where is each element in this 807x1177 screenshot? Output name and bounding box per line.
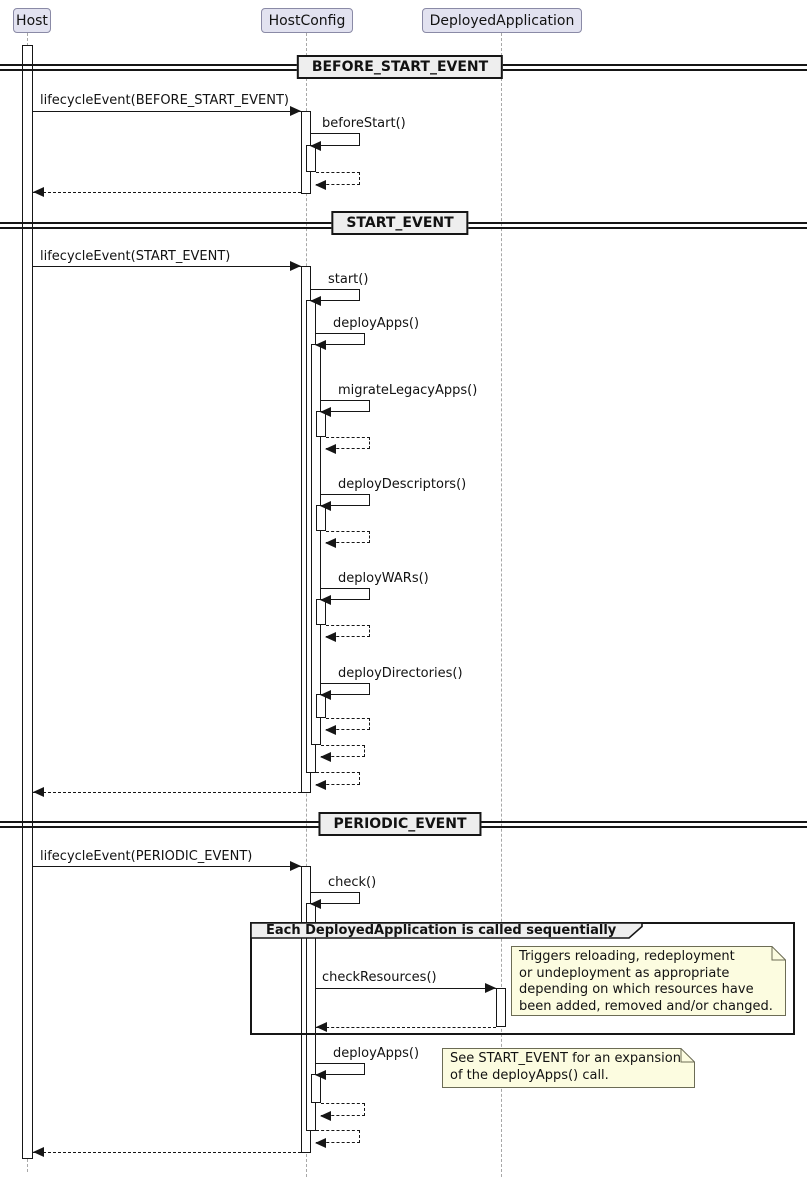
return-migratelegacyapps-selfcall xyxy=(325,437,370,454)
msg-deploywars-selfcall xyxy=(320,588,370,605)
participant-hostconfig-label: HostConfig xyxy=(268,12,346,29)
arrowhead-left-icon xyxy=(325,538,336,548)
arrowhead-left-icon xyxy=(33,1147,44,1157)
return-deployapps-selfcall xyxy=(320,745,365,762)
arrowhead-left-icon xyxy=(325,444,336,454)
divider-before-start-event-label: BEFORE_START_EVENT xyxy=(311,59,489,75)
arrowhead-left-icon xyxy=(320,1111,331,1121)
arrowhead-left-icon xyxy=(315,780,326,790)
arrowhead-right-icon xyxy=(485,983,496,993)
return-start-selfcall xyxy=(315,772,360,790)
group-header xyxy=(250,922,644,943)
return-lifecycle-periodic-line xyxy=(33,1152,301,1153)
arrowhead-left-icon xyxy=(315,180,326,190)
hostconfig-activation-start-3 xyxy=(311,344,321,745)
msg-lifecycle-periodic-label: lifecycleEvent(PERIODIC_EVENT) xyxy=(40,849,253,864)
host-activation-bar xyxy=(22,45,33,1159)
msg-deploywars-label: deployWARs() xyxy=(338,571,429,586)
msg-checkresources-label: checkResources() xyxy=(322,970,437,985)
msg-deploydescriptors-selfcall xyxy=(320,494,370,511)
msg-lifecycle-before-line xyxy=(33,111,301,112)
msg-lifecycle-start-line xyxy=(33,266,301,267)
arrowhead-left-icon xyxy=(320,690,331,700)
msg-deployapps-label: deployApps() xyxy=(333,316,420,331)
divider-start-event-label: START_EVENT xyxy=(346,215,454,231)
msg-deployapps-periodic-selfcall xyxy=(315,1063,365,1080)
msg-check-label: check() xyxy=(328,875,377,890)
group-label: Each DeployedApplication is called seque… xyxy=(266,923,617,938)
return-check-selfcall xyxy=(315,1130,360,1148)
note-deploy-apps: See START_EVENT for an expansion of the … xyxy=(442,1048,695,1088)
msg-checkresources-line xyxy=(316,988,496,989)
divider-before-start-event: BEFORE_START_EVENT xyxy=(296,55,504,79)
msg-deploydescriptors-label: deployDescriptors() xyxy=(338,477,467,492)
msg-beforestart-selfcall xyxy=(310,133,360,151)
arrowhead-left-icon xyxy=(315,1138,326,1148)
arrowhead-left-icon xyxy=(310,899,321,909)
participant-deployedapplication-label: DeployedApplication xyxy=(429,12,575,29)
return-deployapps-periodic-selfcall xyxy=(320,1103,365,1121)
msg-start-selfcall xyxy=(310,289,360,306)
msg-start-label: start() xyxy=(328,272,369,287)
participant-host: Host xyxy=(13,8,51,33)
participant-host-label: Host xyxy=(16,12,48,29)
note-check-resources-text: Triggers reloading, redeployment or unde… xyxy=(519,949,773,1014)
arrowhead-left-icon xyxy=(320,752,331,762)
msg-check-selfcall xyxy=(310,892,360,909)
arrowhead-left-icon xyxy=(310,296,321,306)
note-deploy-apps-text: See START_EVENT for an expansion of the … xyxy=(450,1051,681,1083)
arrowhead-right-icon xyxy=(290,861,301,871)
arrowhead-left-icon xyxy=(320,501,331,511)
msg-lifecycle-before-label: lifecycleEvent(BEFORE_START_EVENT) xyxy=(40,93,289,108)
return-deploydirectories-selfcall xyxy=(325,718,370,735)
msg-migratelegacyapps-selfcall xyxy=(320,400,370,417)
arrowhead-right-icon xyxy=(290,261,301,271)
return-deploywars-selfcall xyxy=(325,625,370,642)
arrowhead-right-icon xyxy=(290,106,301,116)
participant-deployedapplication: DeployedApplication xyxy=(422,8,582,33)
msg-lifecycle-periodic-line xyxy=(33,866,301,867)
arrowhead-left-icon xyxy=(320,595,331,605)
msg-lifecycle-start-label: lifecycleEvent(START_EVENT) xyxy=(40,249,231,264)
return-checkresources-line xyxy=(316,1027,496,1028)
msg-deploydirectories-label: deployDirectories() xyxy=(338,666,463,681)
deployedapplication-lifeline xyxy=(501,33,502,1177)
msg-beforestart-label: beforeStart() xyxy=(322,116,406,131)
msg-deploydirectories-selfcall xyxy=(320,683,370,700)
return-lifecycle-start-line xyxy=(33,792,301,793)
msg-migratelegacyapps-label: migrateLegacyApps() xyxy=(338,383,478,398)
arrowhead-left-icon xyxy=(315,1070,326,1080)
arrowhead-left-icon xyxy=(33,787,44,797)
participant-hostconfig: HostConfig xyxy=(261,8,353,33)
msg-deployapps-periodic-label: deployApps() xyxy=(333,1046,420,1061)
arrowhead-left-icon xyxy=(316,1022,327,1032)
arrowhead-left-icon xyxy=(33,187,44,197)
return-beforestart-selfcall xyxy=(315,172,360,190)
arrowhead-left-icon xyxy=(325,632,336,642)
deployedapplication-activation xyxy=(496,988,506,1027)
note-check-resources: Triggers reloading, redeployment or unde… xyxy=(511,946,786,1016)
arrowhead-left-icon xyxy=(325,725,336,735)
return-lifecycle-before-line xyxy=(33,192,301,193)
arrowhead-left-icon xyxy=(315,340,326,350)
divider-periodic-event-label: PERIODIC_EVENT xyxy=(333,816,467,832)
divider-periodic-event: PERIODIC_EVENT xyxy=(318,812,482,836)
arrowhead-left-icon xyxy=(320,407,331,417)
return-deploydescriptors-selfcall xyxy=(325,531,370,548)
arrowhead-left-icon xyxy=(310,141,321,151)
divider-start-event: START_EVENT xyxy=(331,211,469,235)
msg-deployapps-selfcall xyxy=(315,333,365,350)
